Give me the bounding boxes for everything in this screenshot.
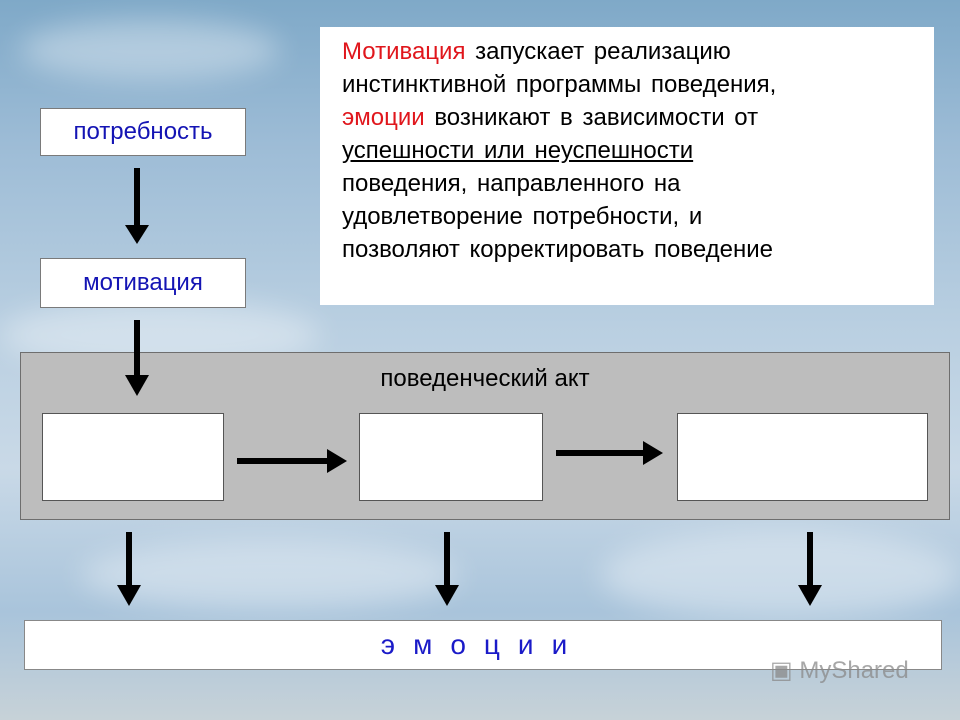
- cloud: [600, 530, 960, 620]
- desc-line1: запускает реализацию: [465, 38, 731, 65]
- desc-line2: инстинктивной программы поведения,: [342, 71, 777, 98]
- arrow-need-to-motivation: [125, 168, 149, 244]
- presentation-icon: ▣: [770, 657, 800, 684]
- motivation-box: мотивация: [40, 258, 246, 308]
- need-box: потребность: [40, 108, 246, 156]
- desc-motivation-word: Мотивация: [342, 38, 466, 65]
- watermark-logo: ▣ MyShared: [770, 656, 909, 685]
- desc-line3: возникают в зависимости от: [424, 104, 759, 131]
- behavioral-act-title: поведенческий акт: [380, 365, 590, 392]
- need-label: потребность: [73, 118, 213, 145]
- act-stage-box-2: [359, 413, 543, 501]
- act-stage-box-1: [42, 413, 224, 501]
- desc-line7: позволяют корректировать поведение: [342, 236, 774, 263]
- behavioral-act-panel: поведенческий акт: [20, 352, 950, 520]
- cloud: [20, 20, 280, 80]
- desc-line6: удовлетворение потребности, и: [342, 203, 703, 230]
- arrow-stage-1-to-emotions: [117, 532, 141, 606]
- emotions-box: эмоции: [24, 620, 942, 670]
- emotions-label: эмоции: [380, 629, 586, 660]
- cloud: [80, 540, 460, 610]
- motivation-label: мотивация: [83, 269, 203, 296]
- description-text-box: Мотивация запускает реализацию инстинкти…: [320, 27, 934, 305]
- desc-emotions-word: эмоции: [342, 104, 425, 131]
- arrow-stage-1-to-2: [237, 449, 347, 473]
- arrow-motivation-to-act: [125, 320, 149, 396]
- arrow-stage-2-to-emotions: [435, 532, 459, 606]
- arrow-stage-2-to-3: [556, 441, 663, 465]
- desc-line5: поведения, направленного на: [342, 170, 681, 197]
- watermark-text: MyShared: [799, 657, 909, 684]
- arrow-stage-3-to-emotions: [798, 532, 822, 606]
- act-stage-box-3: [677, 413, 928, 501]
- desc-line4: успешности или неуспешности: [342, 137, 694, 164]
